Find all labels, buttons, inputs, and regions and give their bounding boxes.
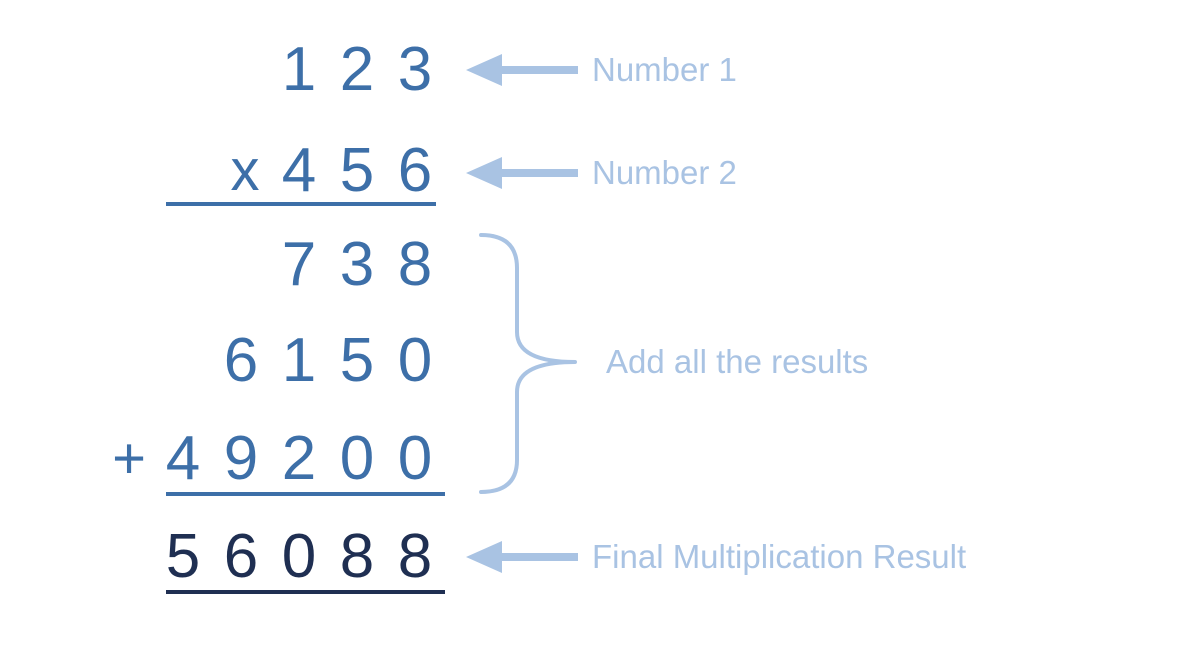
result-underline [166, 590, 445, 594]
number1-digit: 2 [339, 35, 375, 104]
partial-product-digit: 9 [223, 424, 259, 493]
sum-label: Add all the results [606, 343, 869, 380]
number2-label: Number 2 [592, 154, 737, 191]
result-digit: 6 [223, 522, 259, 591]
result-digit: 0 [281, 522, 317, 591]
partial-product-digit: 1 [281, 326, 317, 395]
result-digit: 8 [397, 522, 433, 591]
partial-product-digit: 0 [397, 424, 433, 493]
number1-digit: 1 [281, 35, 317, 104]
result-digit: 5 [165, 522, 201, 591]
result-row: 5 6 0 8 8 [154, 522, 444, 592]
number2-arrow-icon [466, 157, 578, 189]
partial-product-digit: 7 [281, 230, 317, 299]
result-arrow-icon [466, 541, 578, 573]
partial-product-row: 7 3 8 [270, 230, 444, 300]
partial-product-digit: 2 [281, 424, 317, 493]
partial-product-digit: 5 [339, 326, 375, 395]
result-label: Final Multiplication Result [592, 538, 967, 575]
number1-row: 1 2 3 [270, 35, 444, 105]
result-digit: 8 [339, 522, 375, 591]
partial-product-digit: 0 [397, 326, 433, 395]
number2-digit: 5 [339, 136, 375, 205]
partial-product-digit: 4 [165, 424, 201, 493]
curly-brace-icon [479, 233, 577, 494]
number1-label: Number 1 [592, 51, 737, 88]
operands-underline [166, 202, 436, 206]
partial-product-digit: 8 [397, 230, 433, 299]
partial-product-digit: 0 [339, 424, 375, 493]
number2-row: x 4 5 6 [220, 136, 444, 206]
number1-arrow-icon [466, 54, 578, 86]
partial-product-digit: 3 [339, 230, 375, 299]
multiply-sign: x [230, 138, 260, 203]
number2-digit: 6 [397, 136, 433, 205]
partial-product-row: 6 1 5 0 [212, 326, 444, 396]
sum-underline [166, 492, 445, 496]
partial-product-row: + 4 9 2 0 0 [104, 424, 444, 494]
number1-digit: 3 [397, 35, 433, 104]
number2-digit: 4 [281, 136, 317, 205]
plus-sign: + [112, 426, 146, 491]
partial-product-digit: 6 [223, 326, 259, 395]
